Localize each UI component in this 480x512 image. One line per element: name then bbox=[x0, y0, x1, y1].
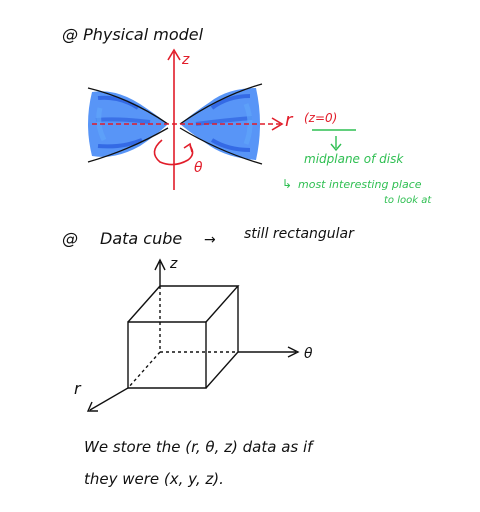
data-cube-heading: Data cube bbox=[100, 229, 182, 248]
cube-front-face bbox=[127, 321, 207, 389]
r-axis: r (z=0) bbox=[92, 110, 337, 131]
interesting-note: most interesting place bbox=[298, 178, 422, 191]
interesting-note-cont: to look at bbox=[384, 195, 432, 206]
cube-hidden-edges bbox=[127, 286, 238, 389]
cube-right-face bbox=[205, 286, 239, 389]
footer-line-1: We store the (r, θ, z) data as if bbox=[84, 438, 315, 456]
hook-arrow-icon: ↳ bbox=[282, 177, 292, 191]
footer-line-2: they were (x, y, z). bbox=[84, 470, 224, 488]
data-cube bbox=[127, 285, 240, 389]
footer-note: We store the (r, θ, z) data as if they w… bbox=[84, 438, 315, 488]
data-cube-section: @ Data cube → still rectangular z bbox=[62, 226, 355, 412]
physical-model-heading: @ Physical model bbox=[62, 25, 204, 44]
z-axis-label: z bbox=[181, 52, 190, 68]
data-cube-arrow: → bbox=[204, 232, 216, 248]
theta-label: θ bbox=[194, 160, 203, 176]
cube-z-label: z bbox=[169, 256, 178, 272]
r-axis-label: r bbox=[285, 110, 294, 131]
cube-z-axis: z bbox=[154, 256, 178, 286]
data-cube-note: still rectangular bbox=[244, 226, 355, 242]
data-cube-heading-at: @ bbox=[62, 229, 78, 248]
disk-outline bbox=[87, 83, 263, 165]
theta-rotation-arrow: θ bbox=[153, 139, 203, 176]
midplane-note: midplane of disk bbox=[304, 152, 404, 166]
physical-model-section: @ Physical model z bbox=[62, 25, 432, 206]
cube-theta-label: θ bbox=[304, 346, 313, 362]
cube-top-face bbox=[127, 285, 240, 323]
cube-r-axis: r bbox=[74, 379, 129, 412]
z-axis: z bbox=[167, 48, 190, 190]
cube-r-label: r bbox=[74, 379, 82, 398]
cube-theta-axis: θ bbox=[238, 346, 313, 362]
r-axis-note: (z=0) bbox=[304, 111, 337, 125]
midplane-annotation: midplane of disk ↳ most interesting plac… bbox=[282, 129, 432, 206]
